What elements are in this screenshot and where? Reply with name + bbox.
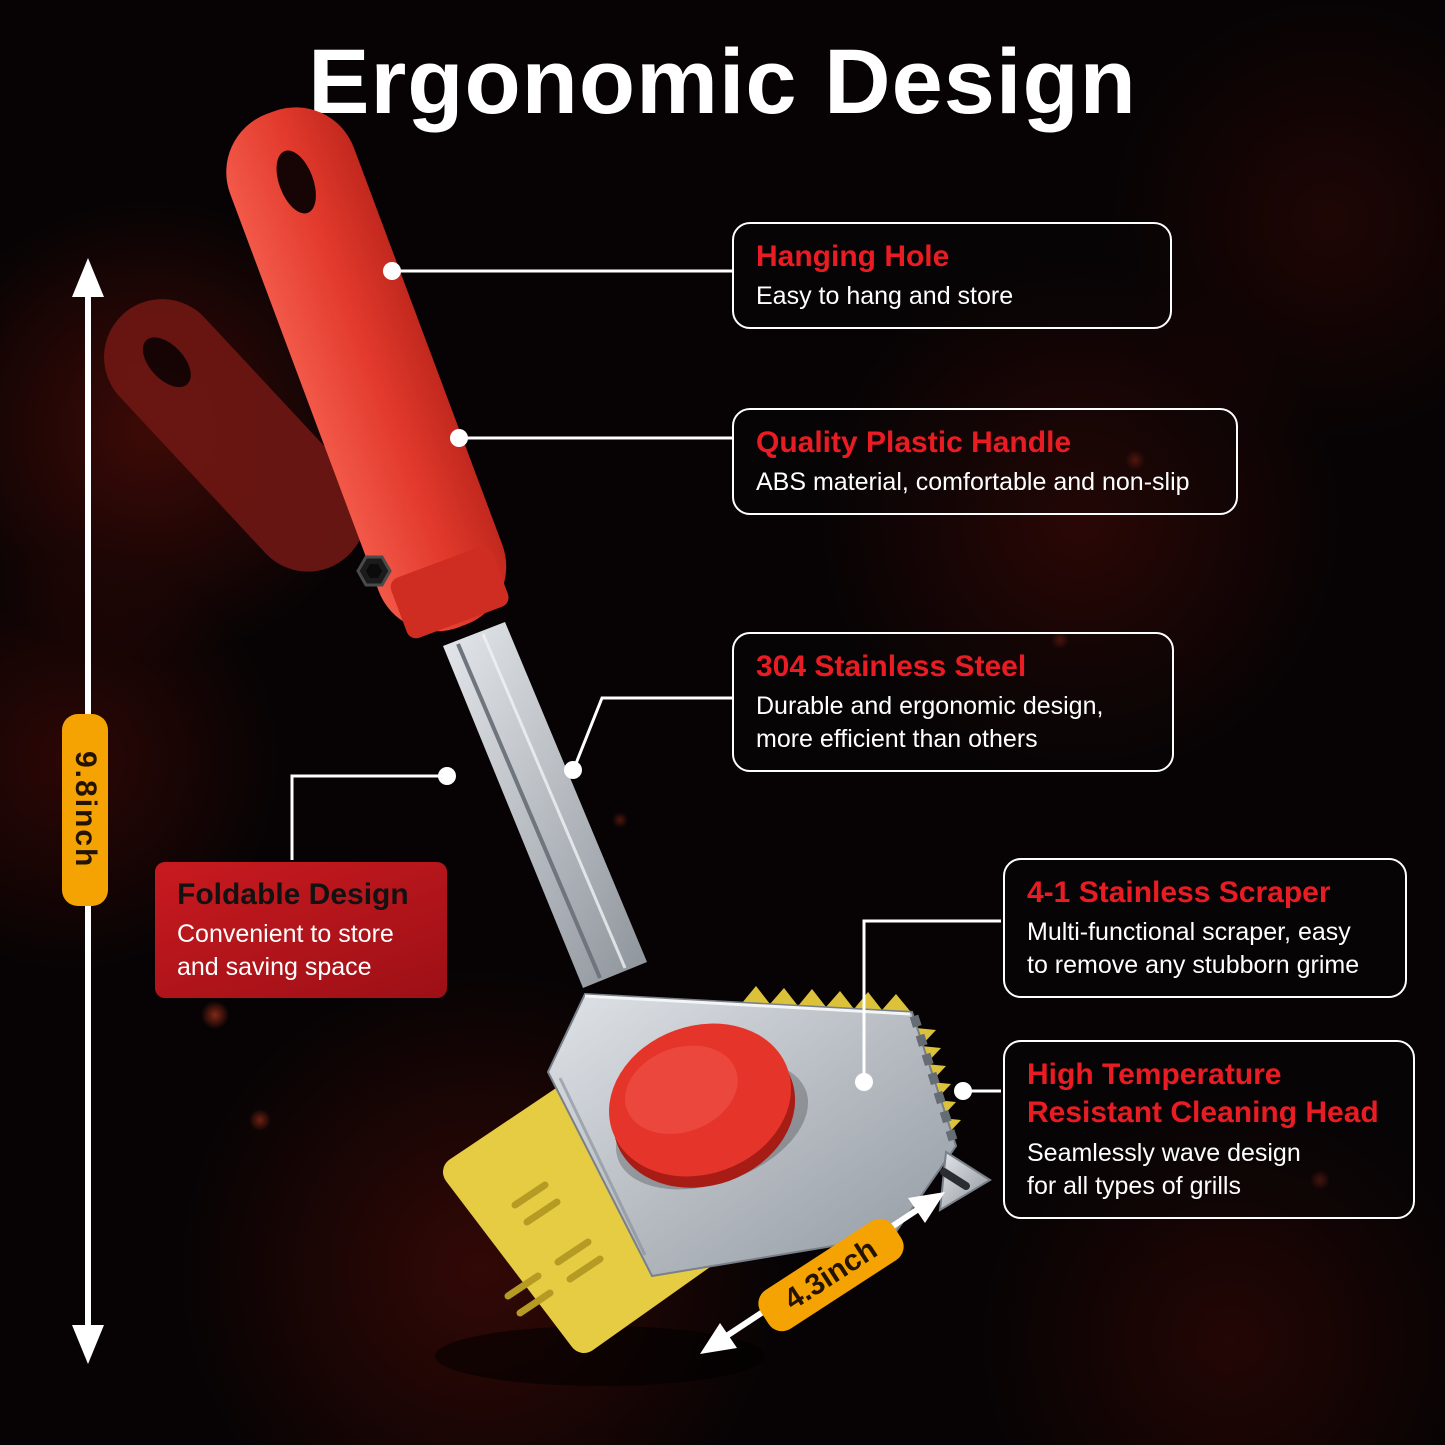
sponge-shadow [435,1326,765,1386]
callout-dot [438,767,456,785]
page-title: Ergonomic Design [308,31,1137,133]
callout-desc: Durable and ergonomic design, more effic… [756,692,1104,754]
callout-dot [450,429,468,447]
callout-desc: Seamlessly wave design for all types of … [1027,1138,1301,1200]
callout-scraper: 4-1 Stainless Scraper Multi-functional s… [1003,858,1407,999]
callout-cleaning-head: High Temperature Resistant Cleaning Head… [1003,1040,1415,1219]
callout-desc: ABS material, comfortable and non-slip [756,468,1190,497]
callout-desc: Easy to hang and store [756,282,1014,311]
callout-desc: Multi-functional scraper, easy to remove… [1027,918,1360,980]
height-measurement-badge: 9.8inch [62,714,108,906]
leader-stainless-steel [573,696,733,767]
callout-title: Quality Plastic Handle [756,426,1072,459]
callout-title: High Temperature Resistant Cleaning Head [1027,1058,1379,1130]
callout-plastic-handle: Quality Plastic Handle ABS material, com… [732,408,1238,516]
callout-foldable-design: Foldable Design Convenient to store and … [155,862,447,999]
callout-dot [855,1073,873,1091]
knob [609,1023,796,1188]
leader-scraper [862,919,1001,1076]
pivot-bolt [356,555,392,587]
leader-foldable [290,774,442,860]
serrated-edge [909,1014,958,1142]
callout-stainless-steel: 304 Stainless Steel Durable and ergonomi… [732,632,1174,773]
steel-neck [443,622,647,988]
callout-title: Hanging Hole [756,240,950,273]
callout-dot [564,761,582,779]
handle [226,107,509,639]
callout-dot [383,262,401,280]
callout-title: 4-1 Stainless Scraper [1027,876,1331,909]
callout-hanging-hole: Hanging Hole Easy to hang and store [732,222,1172,330]
hanging-hole-cutout [276,150,316,214]
callout-dot [954,1082,972,1100]
callout-title: 304 Stainless Steel [756,650,1027,683]
callout-dots [383,262,972,1100]
leader-lines [290,269,1001,1093]
callout-desc: Convenient to store and saving space [177,920,394,982]
callout-title: Foldable Design [177,878,409,911]
folded-handle-ghost [104,299,366,572]
